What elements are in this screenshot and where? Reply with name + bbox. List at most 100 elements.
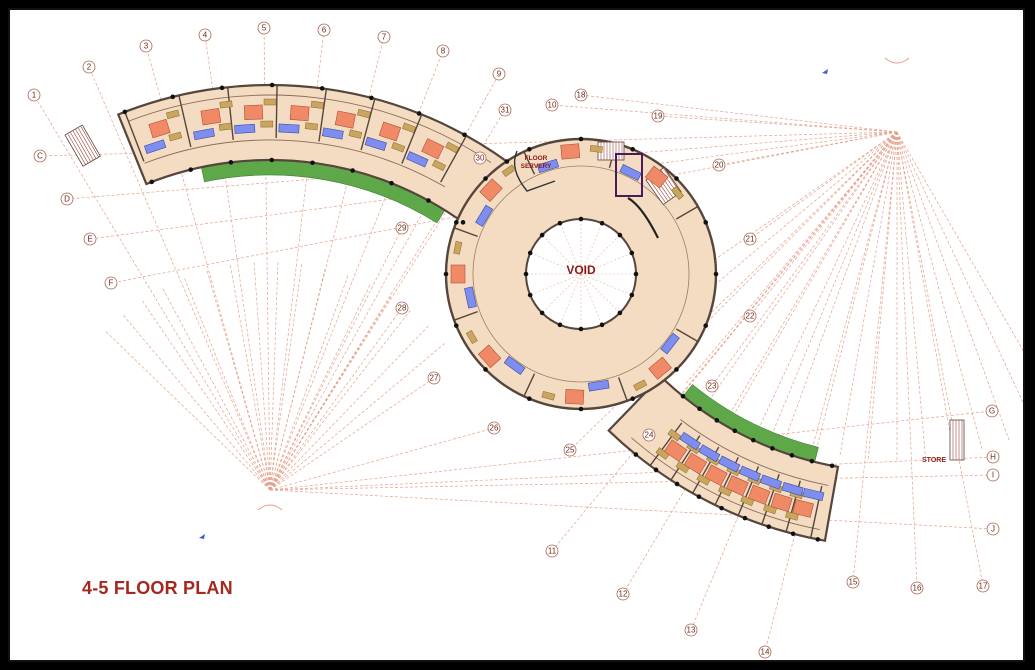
grid-number-label: 22 — [746, 312, 755, 321]
column-marker — [815, 537, 821, 542]
radial-grid-line — [269, 294, 393, 491]
desk-icon — [696, 473, 711, 486]
desk-icon — [541, 390, 556, 401]
grid-letter-label: J — [991, 525, 995, 534]
column-marker — [680, 393, 686, 399]
grid-number-label-bubble — [705, 379, 719, 393]
room-partition — [453, 310, 478, 321]
radial-grid-line — [253, 260, 271, 491]
column-marker — [557, 322, 563, 328]
radial-grid-line — [757, 131, 898, 432]
desk-icon — [465, 329, 478, 345]
bathroom-icon — [475, 204, 494, 227]
column-marker — [742, 515, 748, 521]
sofa-icon — [304, 122, 319, 131]
grid-letter-label: G — [989, 407, 995, 416]
column-marker — [389, 180, 394, 186]
grid-number-label: 13 — [687, 626, 696, 635]
room-partition — [226, 87, 234, 141]
radial-grid-line — [269, 260, 279, 491]
column-marker — [599, 220, 605, 226]
grid-number-label-bubble — [574, 88, 588, 102]
grid-letter-label: H — [990, 453, 996, 462]
void-label: VOID — [566, 263, 596, 277]
sofa-icon — [391, 141, 406, 153]
bathroom-icon — [698, 444, 721, 463]
radial-grid-line — [269, 157, 481, 491]
grid-number-label: 4 — [203, 31, 208, 40]
bed-icon — [378, 121, 402, 142]
radial-grid-line — [852, 131, 898, 583]
grid-number-label: 25 — [566, 446, 575, 455]
grid-number-label: 18 — [577, 91, 586, 100]
grid-number-label: 6 — [322, 26, 327, 35]
grid-number-label: 28 — [398, 304, 407, 313]
column-marker — [462, 132, 467, 138]
room-partition — [617, 377, 628, 402]
grid-letter-label-bubble — [986, 522, 1000, 536]
column-marker — [504, 159, 510, 164]
column-marker — [369, 95, 374, 101]
radial-grid-line — [269, 307, 403, 491]
grid-number-label: 10 — [548, 101, 557, 110]
grid-number-label-bubble — [642, 428, 656, 442]
desk-icon — [785, 511, 799, 521]
column-marker — [483, 367, 488, 372]
grid-number-label-bubble — [198, 28, 212, 42]
grid-letter-label-bubble — [104, 276, 118, 290]
column-marker — [674, 176, 679, 181]
radial-grid-line — [580, 94, 898, 133]
bed-icon — [663, 439, 688, 462]
column-marker — [674, 481, 680, 487]
corridor-wall-right — [680, 419, 829, 486]
column-marker — [228, 160, 234, 165]
column-marker — [829, 463, 835, 469]
radial-grid-line — [206, 268, 271, 491]
servery-wall — [513, 150, 556, 192]
grid-letter-label: E — [87, 235, 92, 244]
grid-number-label: 29 — [398, 224, 407, 233]
grid-number-label: 19 — [654, 112, 663, 121]
radial-grid-line — [269, 227, 403, 491]
radial-grid-line — [269, 474, 994, 491]
radial-grid-line — [657, 115, 898, 133]
radial-grid-line — [269, 262, 303, 491]
column-marker — [188, 167, 194, 172]
furniture-layer — [144, 98, 825, 521]
bed-icon — [421, 138, 445, 160]
desk-icon — [763, 504, 778, 515]
radial-grid-line — [896, 131, 1011, 443]
radial-grid-line — [141, 299, 271, 491]
void-line — [580, 273, 619, 312]
column-marker — [633, 452, 639, 457]
stair-left — [64, 124, 101, 167]
grid-number-label-bubble — [436, 44, 450, 58]
radial-grid-line — [269, 324, 431, 491]
radial-grid-line — [707, 131, 898, 403]
grid-number-label-bubble — [545, 98, 559, 112]
grid-number-label-bubble — [976, 579, 990, 593]
bed-icon — [704, 464, 728, 487]
desk-icon — [675, 461, 690, 474]
grid-number-label-bubble — [27, 88, 41, 102]
radial-grid-line — [896, 131, 984, 587]
radial-grid-line — [684, 131, 898, 386]
desk-icon — [671, 186, 685, 200]
column-marker — [714, 418, 720, 423]
focal-arc — [257, 504, 283, 511]
grid-number-label: 21 — [746, 235, 755, 244]
radial-grid-line — [39, 131, 898, 157]
sofa-icon — [348, 129, 363, 139]
radial-grid-line — [145, 45, 271, 491]
bed-icon — [477, 344, 502, 369]
column-marker — [703, 323, 709, 328]
desk-icon — [263, 98, 277, 106]
desk-icon — [402, 122, 417, 134]
grid-number-label: 1 — [32, 91, 37, 100]
column-marker — [599, 322, 605, 328]
north-arrow-icon — [199, 534, 205, 539]
grid-number-label: 12 — [619, 590, 628, 599]
